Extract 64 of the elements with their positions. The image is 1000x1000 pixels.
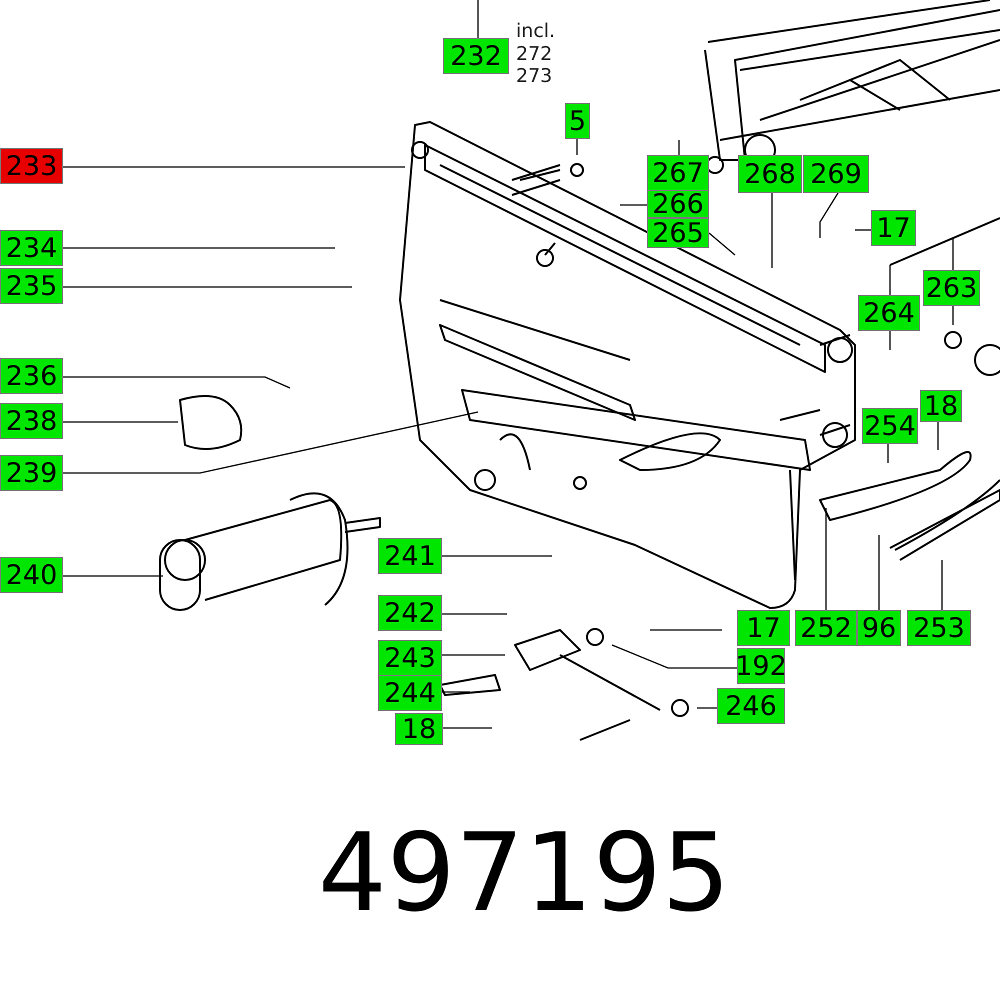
leader-line — [620, 204, 647, 206]
leader-line — [63, 166, 405, 168]
leader-line — [855, 229, 871, 231]
leader-line — [878, 535, 880, 610]
leader-line — [63, 421, 178, 423]
leader-line — [889, 264, 891, 351]
callout-number: 239 — [0, 455, 63, 491]
leader-line — [941, 560, 943, 610]
callout-number: 240 — [0, 557, 63, 593]
callout-number: 243 — [378, 640, 442, 676]
callout-number: 241 — [378, 538, 442, 574]
leader-line — [63, 247, 335, 249]
leader-line — [63, 376, 290, 389]
callout-number: 236 — [0, 358, 63, 394]
callout-number: 192 — [737, 648, 785, 684]
leader-line — [442, 654, 505, 656]
callout-number: 253 — [907, 610, 971, 646]
callout-number: 263 — [923, 270, 980, 306]
callout-number: 252 — [795, 610, 857, 646]
part-number: 272 — [516, 45, 552, 64]
leader-line — [63, 286, 352, 288]
leader-line — [650, 629, 722, 631]
leader-line — [442, 691, 470, 693]
leader-line — [63, 411, 478, 474]
article-number: 497195 — [318, 820, 730, 928]
callout-number: 18 — [395, 713, 443, 745]
callout-number: 246 — [717, 688, 785, 724]
callout-number: 5 — [565, 103, 590, 139]
callout-number: 234 — [0, 230, 63, 266]
callout-number: 233 — [0, 148, 63, 184]
part-note: incl. — [516, 22, 556, 41]
callout-number: 18 — [920, 390, 962, 422]
leader-line — [825, 508, 827, 610]
leader-line — [443, 727, 492, 729]
callout-number: 235 — [0, 268, 63, 304]
callout-number: 267 — [647, 155, 709, 191]
leader-line — [442, 555, 552, 557]
callout-number: 254 — [862, 408, 918, 444]
callout-number: 266 — [647, 190, 709, 218]
leader-line — [63, 575, 163, 577]
leader-line — [819, 192, 839, 238]
callout-number: 264 — [858, 295, 920, 331]
callout-number: 232 — [443, 38, 509, 74]
callout-number: 265 — [647, 218, 709, 248]
callout-number: 269 — [803, 155, 869, 193]
leader-line — [477, 0, 479, 38]
leader-line — [708, 232, 736, 256]
leader-line — [937, 422, 939, 450]
leader-line — [697, 707, 717, 709]
callout-number: 96 — [857, 610, 901, 646]
callout-number: 268 — [738, 155, 802, 193]
callout-number: 242 — [378, 595, 442, 631]
leader-line — [678, 140, 680, 155]
leader-line — [952, 237, 954, 326]
leader-line — [887, 444, 889, 463]
callout-number: 238 — [0, 403, 63, 439]
leader-line — [576, 139, 578, 155]
callout-number: 244 — [378, 675, 442, 711]
part-number: 273 — [516, 67, 552, 86]
callout-number: 17 — [871, 210, 916, 246]
callout-number: 17 — [737, 610, 790, 646]
leader-line — [442, 613, 507, 615]
leader-line — [612, 644, 737, 669]
leader-line — [771, 193, 773, 268]
